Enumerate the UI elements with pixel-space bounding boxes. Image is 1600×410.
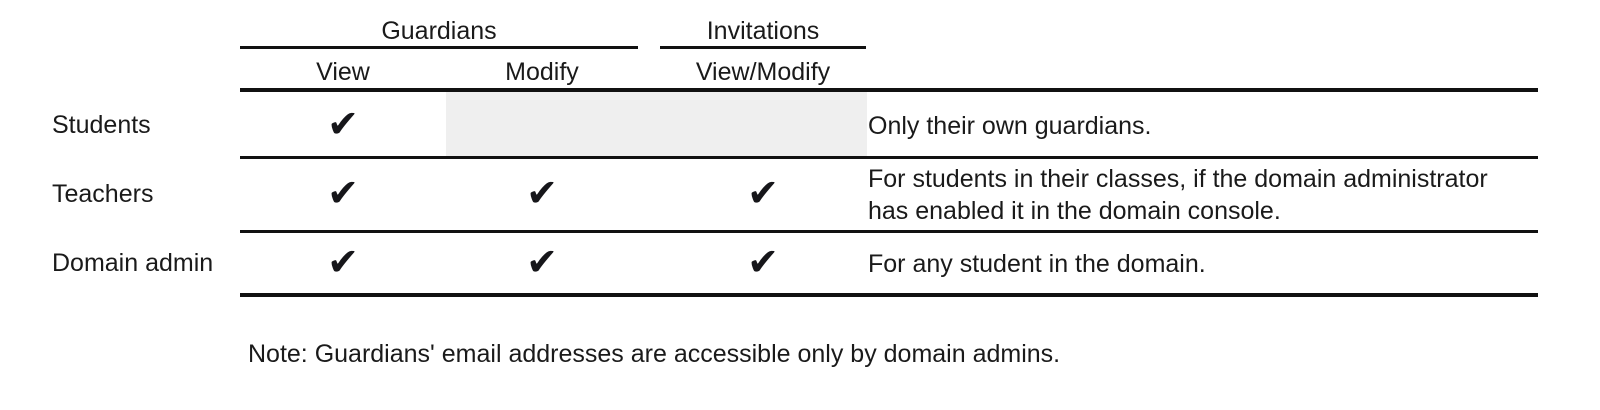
rule-row-students-bottom [240,156,1538,159]
check-domain-admin-guardians-modify: ✔ [526,240,558,284]
rule-under-guardians-group [240,46,638,49]
shaded-empty-cell-students-modify [446,92,867,156]
check-domain-admin-invitations-view-modify: ✔ [747,240,779,284]
rule-header-bottom [240,88,1538,92]
check-domain-admin-guardians-view: ✔ [327,240,359,284]
column-header-guardians-view: View [316,58,370,86]
check-teachers-guardians-view: ✔ [327,171,359,215]
row-label-students: Students [52,111,151,139]
description-domain-admin: For any student in the domain. [868,250,1206,278]
group-header-invitations: Invitations [706,17,820,45]
check-teachers-guardians-modify: ✔ [526,171,558,215]
description-students: Only their own guardians. [868,112,1152,140]
group-header-guardians: Guardians [381,17,497,45]
rule-row-teachers-bottom [240,230,1538,233]
check-students-guardians-view: ✔ [327,102,359,146]
description-teachers: For students in their classes, if the do… [868,165,1488,225]
rule-table-bottom [240,293,1538,297]
column-header-guardians-modify: Modify [505,58,579,86]
row-label-teachers: Teachers [52,180,154,208]
check-teachers-invitations-view-modify: ✔ [747,171,779,215]
column-header-invitations-view-modify: View/Modify [695,58,831,86]
row-label-domain-admin: Domain admin [52,249,214,277]
table-note: Note: Guardians' email addresses are acc… [248,340,1061,368]
rule-under-invitations-group [660,46,866,49]
